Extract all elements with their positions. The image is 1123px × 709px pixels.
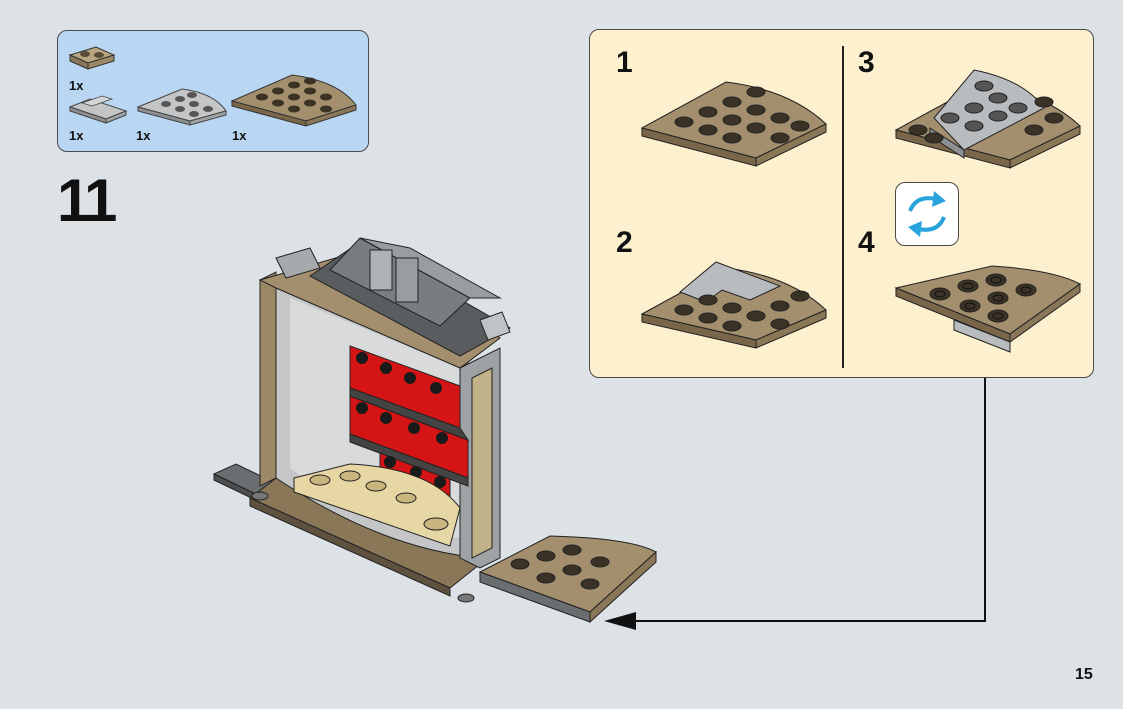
gray-round-corner-plate-icon [136,88,227,126]
gray-corner-plate-icon [68,95,128,124]
part-qty: 1x [232,128,247,143]
substep-4-illustration [894,265,1081,353]
substep-1-illustration [640,81,827,167]
callout-divider [842,46,844,368]
part-qty: 1x [69,78,84,93]
substep-number: 1 [616,46,633,79]
part-qty: 1x [69,128,84,143]
part-qty: 1x [136,128,151,143]
substep-number: 2 [616,226,633,259]
tan-plate-1x2-icon [68,46,116,70]
sub-assembly-callout: 1 2 3 4 [589,29,1094,378]
rotate-arrows-icon [908,191,946,237]
substep-2-illustration [640,261,827,349]
substep-3-illustration [894,69,1081,169]
step-number: 11 [57,167,117,234]
main-model-illustration [212,237,657,624]
tan-round-corner-plate-icon [230,74,357,127]
connector-arrow [604,376,986,630]
substep-number: 4 [858,226,875,259]
page-number: 15 [1075,666,1093,683]
rotate-indicator [895,182,959,246]
parts-list-panel: 1x 1x 1x 1x [57,30,369,152]
substep-number: 3 [858,46,875,79]
